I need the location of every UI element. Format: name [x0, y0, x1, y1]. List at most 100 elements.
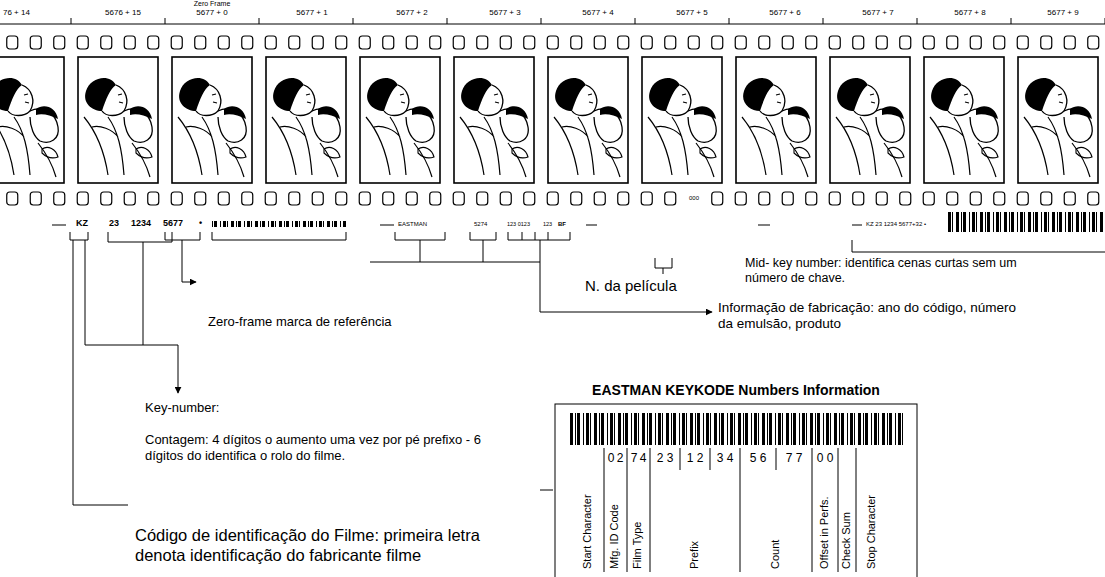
barcode: [769, 413, 772, 445]
film-strip: [923, 36, 934, 49]
barcode: [839, 413, 840, 445]
barcode: [865, 413, 868, 445]
barcode: [887, 413, 888, 445]
barcode: [854, 413, 855, 445]
barcode: [952, 212, 953, 232]
film-strip: [0, 24, 1105, 25]
film-strip: [383, 36, 394, 49]
film-strip: [947, 36, 958, 49]
leader-line: [73, 240, 128, 505]
film-strip: [547, 36, 558, 49]
barcode: [260, 221, 261, 227]
barcode: [799, 413, 800, 445]
field-label: Film Type: [631, 522, 644, 569]
barcode: [719, 413, 720, 445]
film-strip: [124, 36, 135, 49]
barcode: [703, 413, 704, 445]
edge-print: 000: [689, 195, 699, 202]
barcode: [601, 413, 604, 445]
table-digit: 0: [827, 451, 834, 465]
barcode: [634, 413, 637, 445]
film-strip: [54, 192, 65, 205]
barcode: [738, 413, 741, 445]
barcode: [327, 221, 330, 227]
annotation: Key-number:: [145, 400, 219, 416]
barcode: [655, 413, 656, 445]
edge-print: 1234: [131, 218, 151, 229]
barcode: [714, 413, 717, 445]
film-strip: [759, 192, 770, 205]
film-strip: [712, 36, 723, 49]
barcode: [1028, 212, 1031, 232]
film-strip: [259, 18, 260, 24]
table-digit: 0: [608, 451, 615, 465]
barcode: [1000, 212, 1001, 232]
barcode: [871, 413, 872, 445]
barcode: [847, 413, 848, 445]
leader-line: [52, 225, 1105, 505]
film-strip: [742, 78, 810, 177]
leader-line: [108, 232, 172, 345]
barcode: [275, 221, 276, 227]
field-label: Mfg. ID Code: [608, 504, 621, 569]
barcode: [1052, 212, 1055, 232]
barcode: [642, 413, 645, 445]
table-digit: 7: [631, 451, 638, 465]
film-strip: [312, 36, 323, 49]
film-strip: [336, 192, 347, 205]
barcode: [638, 413, 639, 445]
film-strip: [7, 192, 18, 205]
film-strip: [1018, 57, 1098, 183]
film-strip: [571, 36, 582, 49]
film-strip: [829, 192, 840, 205]
barcode: [679, 413, 680, 445]
barcode: [577, 413, 580, 445]
edge-print: 123 0123: [507, 221, 530, 228]
barcode: [972, 212, 975, 232]
film-strip: [1017, 36, 1028, 49]
film-strip: [77, 192, 88, 205]
film-strip: [524, 192, 535, 205]
barcode: [963, 212, 966, 232]
frame-number: 5677 + 7: [862, 8, 893, 18]
film-strip: [77, 36, 88, 49]
film-strip: [1064, 192, 1075, 205]
barcode: [316, 221, 317, 227]
barcode: [793, 413, 796, 445]
table-digit: 4: [640, 451, 647, 465]
barcode: [649, 413, 652, 445]
barcode: [1004, 212, 1007, 232]
film-strip: [218, 36, 229, 49]
barcode: [658, 413, 661, 445]
film-strip: [265, 36, 276, 49]
film-strip: [524, 36, 535, 49]
barcode: [227, 221, 228, 227]
keykode-table: [555, 404, 917, 577]
barcode: [279, 221, 282, 227]
film-strip: [853, 192, 864, 205]
barcode: [1059, 212, 1062, 232]
barcode: [614, 413, 615, 445]
barcode: [332, 221, 333, 227]
barcode: [1044, 212, 1047, 232]
film-strip: [917, 18, 918, 24]
film-strip: [642, 57, 722, 183]
barcode: [238, 221, 241, 227]
field-label: Prefix: [688, 541, 701, 569]
film-strip: [195, 192, 206, 205]
barcode: [271, 221, 274, 227]
film-strip: [165, 18, 166, 24]
table-digit: 2: [617, 451, 624, 465]
barcode: [850, 413, 853, 445]
keykode-table: [604, 448, 856, 572]
barcode: [223, 221, 226, 227]
barcode: [625, 413, 628, 445]
film-strip: [665, 192, 676, 205]
barcode: [334, 221, 337, 227]
film-strip: [618, 192, 629, 205]
barcode: [343, 221, 346, 227]
film-strip: [648, 78, 716, 177]
leader-line: [470, 232, 496, 262]
film-strip: [823, 18, 824, 24]
barcode: [590, 413, 591, 445]
